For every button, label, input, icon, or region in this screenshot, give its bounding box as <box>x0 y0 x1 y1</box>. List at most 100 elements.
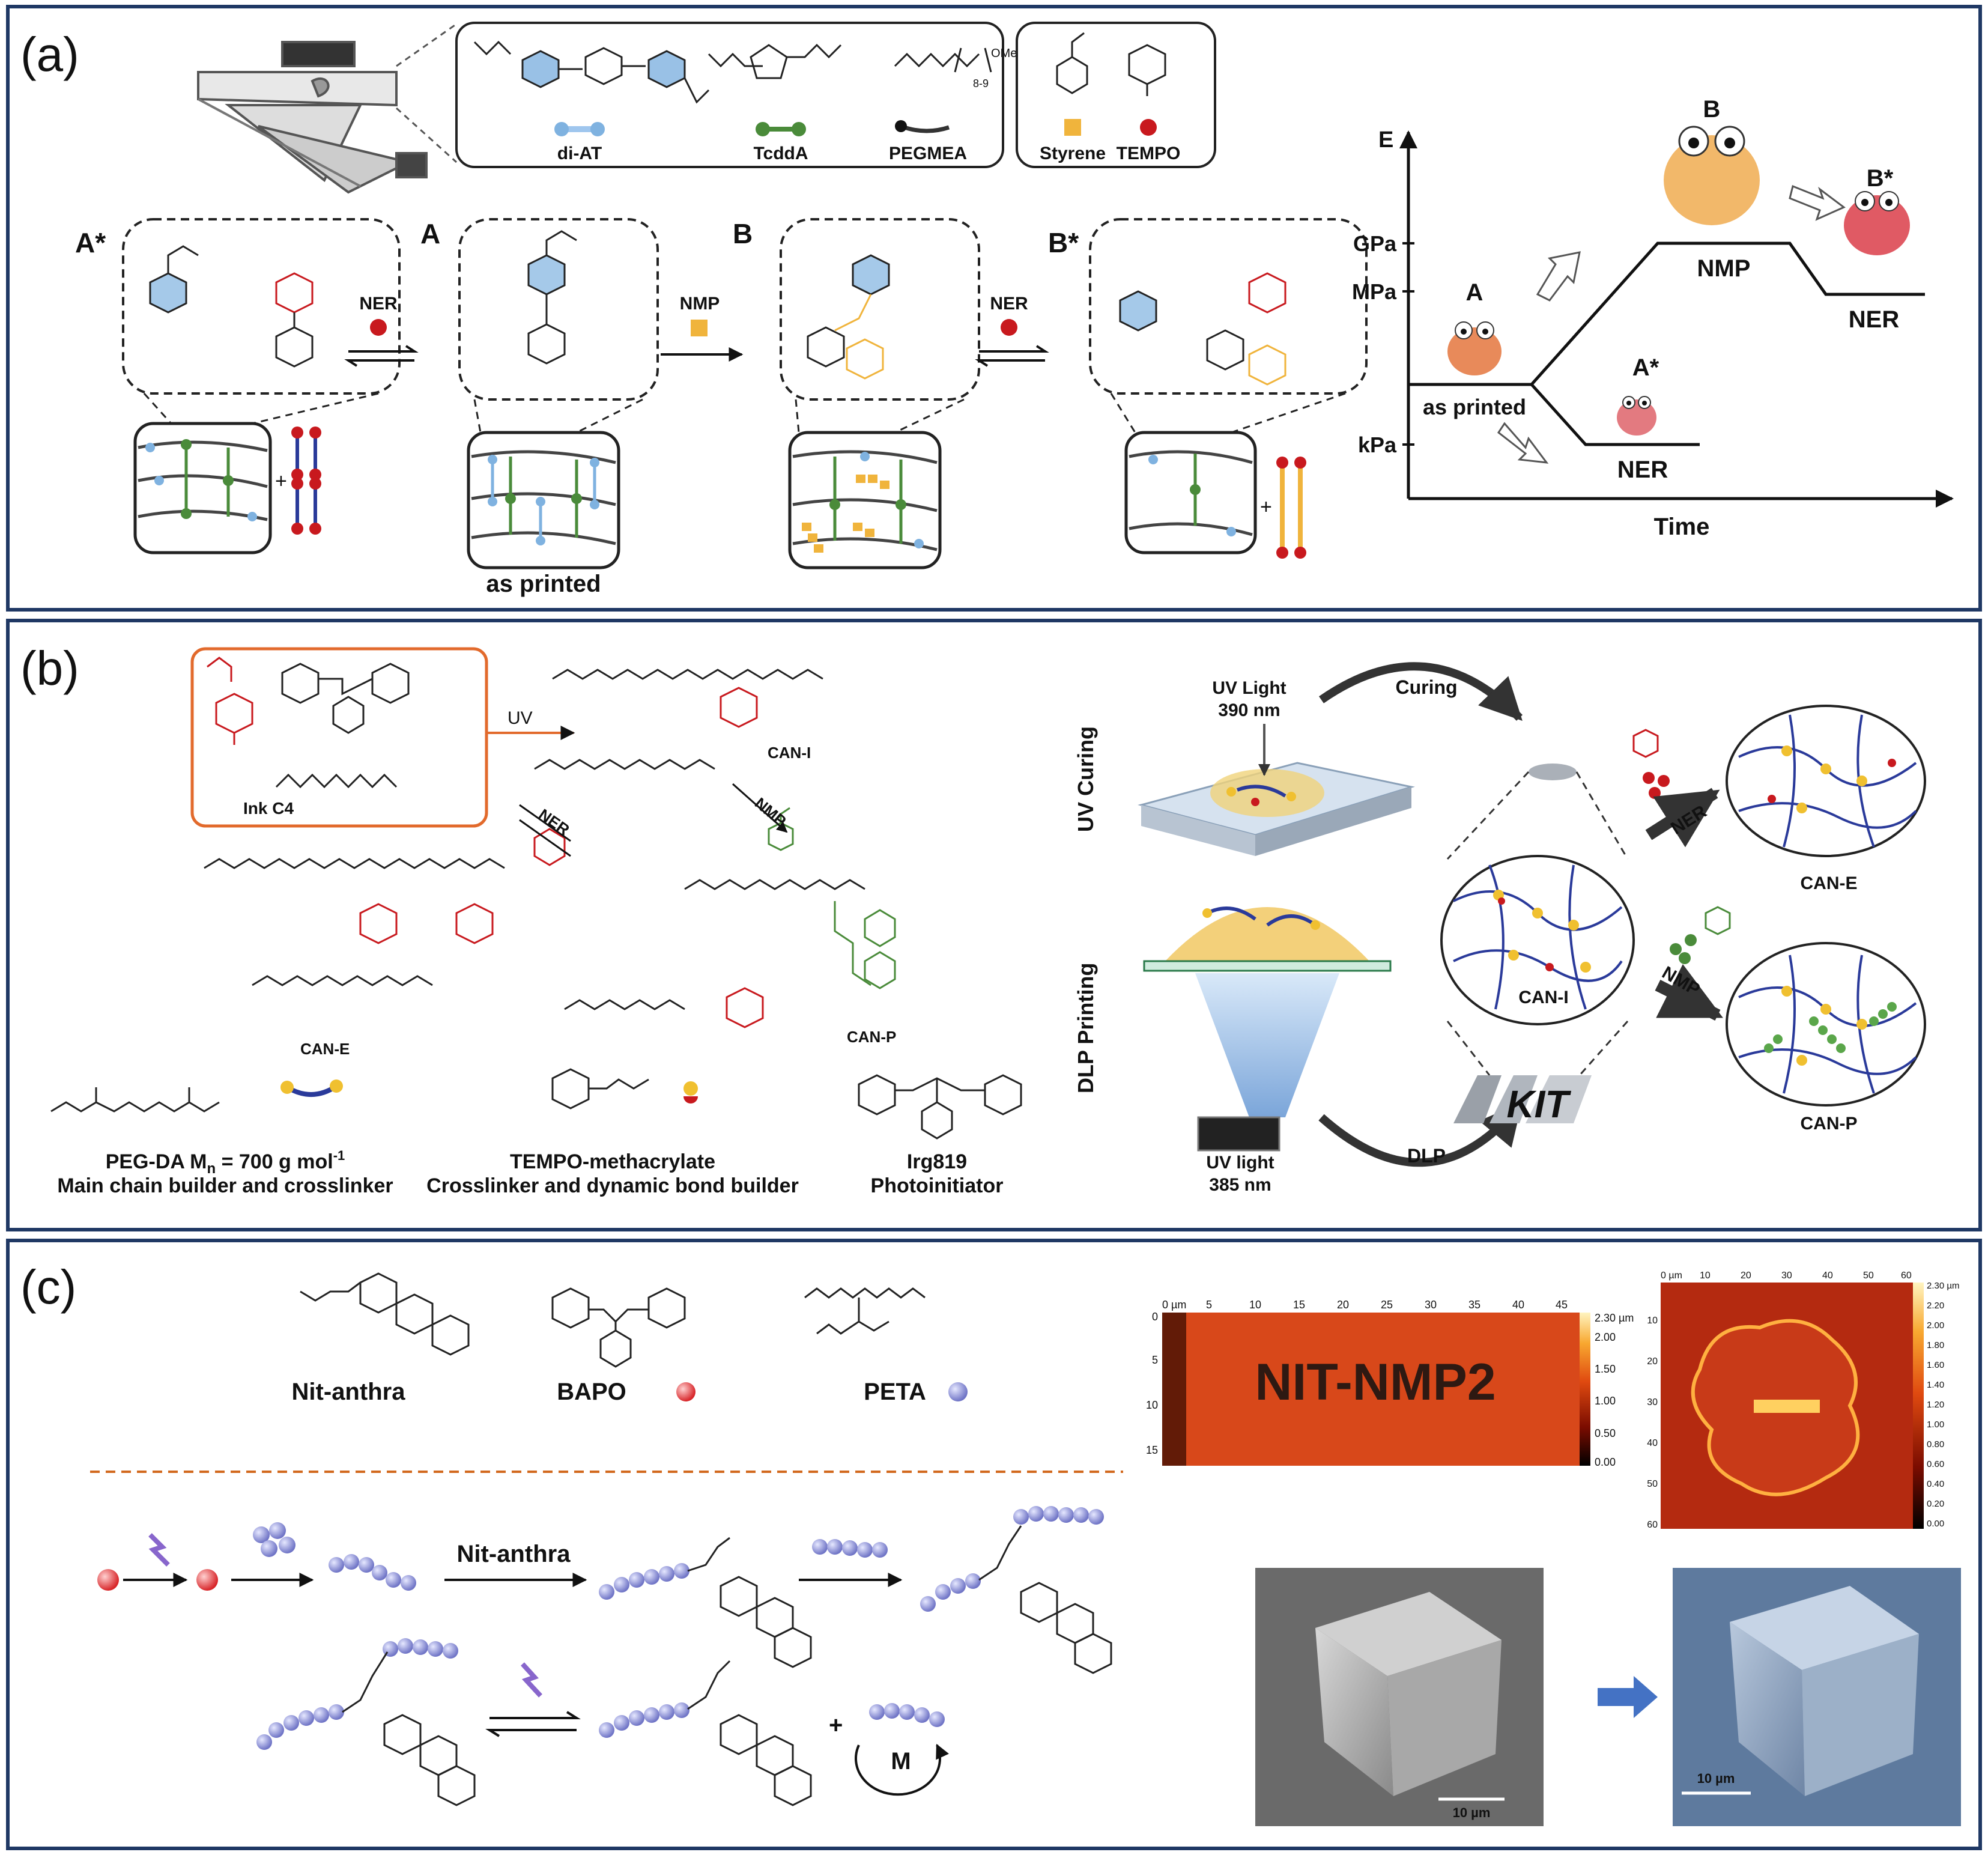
dlp-vat <box>1143 906 1392 972</box>
dlp-beam <box>1195 973 1339 1117</box>
tick-gpa-label: GPa <box>1353 231 1397 256</box>
afm2-scale-ticks: 2.30 µm 2.20 2.00 1.80 1.60 1.40 1.20 1.… <box>1927 1281 1960 1529</box>
uv-curing-slab <box>1138 762 1415 856</box>
styrene-icon <box>1064 119 1081 136</box>
bapo-icon <box>676 1382 695 1401</box>
dlp-arrow <box>1318 1102 1523 1167</box>
afm1-x-tick-2: 10 <box>1249 1299 1261 1311</box>
zoom-trapezoids <box>143 392 1346 434</box>
tempo-label: TEMPO <box>1117 144 1181 163</box>
afm2-y-tick-0: 10 <box>1647 1316 1658 1326</box>
sem-2-cube-top <box>1730 1586 1919 1670</box>
can-p-styrene-segments <box>1764 1002 1897 1053</box>
state-a-star-label: A* <box>75 227 106 258</box>
pegmea-structure <box>894 47 992 73</box>
afm2-x-tick-1: 10 <box>1700 1271 1711 1281</box>
curing-label: Curing <box>1395 676 1457 698</box>
afm2-x-tick-4: 40 <box>1822 1271 1833 1281</box>
uv-label: UV <box>508 708 533 728</box>
panel-b-frame <box>6 619 1982 1231</box>
right-down-arrow-icon <box>1789 184 1846 221</box>
can-e-network-nodes <box>1768 745 1896 813</box>
can-e-process-label: CAN-E <box>1801 873 1858 893</box>
afm1-x-tick-1: 5 <box>1206 1299 1212 1311</box>
plus-b: + <box>1260 496 1272 518</box>
afm1-y-ticks: 0 5 10 15 <box>1146 1311 1158 1456</box>
reversible-arrow <box>485 1711 581 1737</box>
monomer-m-label: M <box>891 1748 911 1775</box>
peta-structure <box>804 1287 926 1335</box>
sem-1-cube-right <box>1387 1640 1502 1796</box>
afm2-scale-tick-11: 0.20 <box>1927 1499 1944 1509</box>
nmp-arrow-b-process <box>1655 964 1723 1021</box>
network-boxes <box>133 422 1257 569</box>
ner-equilibrium-arrow <box>519 804 571 857</box>
can-e-label: CAN-E <box>300 1040 350 1058</box>
afm1-x-tick-7: 35 <box>1468 1299 1480 1311</box>
can-i-process-label: CAN-I <box>1518 988 1568 1007</box>
pegda-sub: n <box>207 1161 216 1177</box>
tcdda-structure <box>708 43 842 79</box>
uv-light-1-nm: 390 nm <box>1218 700 1280 720</box>
monomer-cycle-arrow <box>855 1743 949 1796</box>
nit-anthra-arrow-label: Nit-anthra <box>457 1541 571 1567</box>
energy-x-label: Time <box>1654 514 1710 540</box>
afm2-x-tick-5: 50 <box>1863 1271 1874 1281</box>
afm2-x-tick-0: 0 µm <box>1661 1271 1682 1281</box>
afm1-x-tick-4: 20 <box>1337 1299 1349 1311</box>
afm2-x-tick-3: 30 <box>1781 1271 1792 1281</box>
uv-light-1-label: UV Light <box>1212 678 1286 698</box>
state-a-label: A <box>420 218 440 249</box>
network-crosslinks-blue <box>491 460 596 541</box>
styrene-release-icons <box>1670 906 1731 964</box>
nit-anthra-label: Nit-anthra <box>292 1379 406 1405</box>
initiator-ball <box>97 1569 119 1591</box>
afm1-y-tick-3: 15 <box>1146 1444 1158 1456</box>
afm2-scale-tick-2: 2.00 <box>1927 1320 1944 1331</box>
as-printed-label: as printed <box>486 571 601 597</box>
tempo-icon <box>1140 119 1157 136</box>
afm1-scale-tick-2: 1.50 <box>1595 1363 1616 1375</box>
nit-anthra-structure <box>300 1272 470 1356</box>
afm-map-1 <box>1162 1313 1583 1466</box>
afm2-scale-tick-3: 1.80 <box>1927 1340 1944 1350</box>
plus-a: + <box>275 470 287 493</box>
tick-mpa-label: MPa <box>1352 279 1397 304</box>
afm1-x-tick-9: 45 <box>1556 1299 1568 1311</box>
zoom-lines-b <box>1446 771 1629 1076</box>
frog-b-icon <box>1664 126 1760 225</box>
sem-1-cube-top <box>1315 1592 1502 1676</box>
frog-a-star-icon <box>1617 396 1656 436</box>
afm2-scale-tick-8: 0.80 <box>1927 1439 1944 1450</box>
curing-arrow <box>1319 662 1523 721</box>
trapped-anthra-1 <box>687 1537 812 1668</box>
can-i-network <box>1440 855 1635 1025</box>
afm1-scale-ticks: 2.30 µm 2.00 1.50 1.00 0.50 0.00 <box>1595 1312 1634 1468</box>
afm1-x-tick-8: 40 <box>1512 1299 1524 1311</box>
diat-icon <box>554 122 605 136</box>
network-chains <box>138 440 1253 551</box>
afm2-scale-tick-10: 0.40 <box>1927 1479 1944 1489</box>
panel-c-frame <box>6 1239 1982 1850</box>
afm1-y-tick-0: 0 <box>1152 1311 1158 1323</box>
energy-a-star-label: A* <box>1632 354 1659 381</box>
afm2-y-tick-2: 30 <box>1647 1397 1658 1407</box>
ner-arrow-2-tempo <box>1001 319 1017 336</box>
afm2-x-tick-2: 20 <box>1741 1271 1751 1281</box>
nmp-arrow-styrene <box>691 320 708 336</box>
can-p-label: CAN-P <box>847 1028 896 1046</box>
ink-structures <box>207 657 410 789</box>
afm1-y-tick-2: 10 <box>1146 1399 1158 1411</box>
monomer-cluster <box>253 1522 295 1557</box>
afm2-y-tick-1: 20 <box>1647 1356 1658 1367</box>
ner-arrow-1-label: NER <box>359 294 398 314</box>
dormant-anthra <box>342 1651 476 1806</box>
afm2-x-ticks: 0 µm 10 20 30 40 50 60 <box>1661 1271 1912 1281</box>
pegda-rest: = 700 g mol <box>216 1150 333 1173</box>
can-i-network-nodes <box>1493 890 1591 973</box>
irg819-role: Photoinitiator <box>871 1174 1004 1197</box>
panel-b-label: (b) <box>20 642 79 695</box>
extended-anthra <box>978 1525 1112 1674</box>
pegmea-icon <box>895 120 950 133</box>
